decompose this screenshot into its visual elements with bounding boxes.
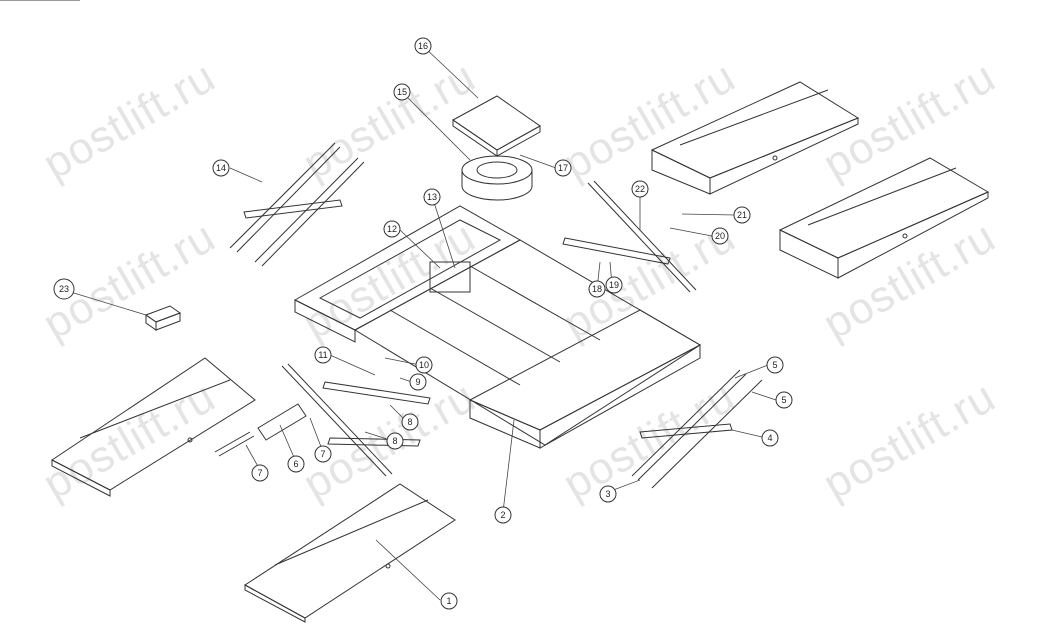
callout-7b: 7 — [314, 445, 332, 463]
callout-label: 21 — [737, 210, 747, 220]
callout-label: 7 — [257, 468, 262, 478]
callout-label: 9 — [415, 377, 420, 387]
callout-label: 22 — [635, 184, 645, 194]
callout-13: 13 — [423, 188, 441, 206]
callout-8a: 8 — [386, 432, 404, 450]
scissor-arm-top-right — [562, 180, 697, 293]
callout-label: 14 — [216, 163, 226, 173]
top-plate — [452, 95, 541, 157]
callout-12: 12 — [383, 220, 401, 238]
callout-label: 5 — [781, 395, 786, 405]
callout-label: 23 — [59, 284, 69, 294]
callout-label: 17 — [558, 163, 568, 173]
callout-6: 6 — [287, 455, 305, 473]
callout-15: 15 — [393, 83, 411, 101]
callout-label: 11 — [318, 350, 327, 360]
leader-lines — [63, 45, 777, 601]
ramp-top-right-1 — [650, 81, 860, 195]
callout-label: 18 — [592, 284, 602, 294]
callout-label: 1 — [446, 596, 451, 606]
callout-label: 7 — [320, 449, 325, 459]
callout-23: 23 — [53, 278, 75, 300]
ramp-bottom — [244, 483, 456, 623]
scissor-arm-top-left — [229, 142, 365, 267]
callout-label: 20 — [715, 231, 725, 241]
callout-3: 3 — [599, 485, 617, 503]
callout-label: 4 — [767, 433, 772, 443]
callout-5b: 5 — [775, 391, 793, 409]
ramp-top-right-2 — [778, 157, 990, 279]
callout-1: 1 — [440, 592, 458, 610]
callout-2: 2 — [494, 506, 512, 524]
callout-17: 17 — [554, 159, 572, 177]
callout-8b: 8 — [401, 413, 419, 431]
callout-label: 15 — [397, 87, 407, 97]
callout-22: 22 — [631, 180, 649, 198]
callout-10: 10 — [415, 356, 433, 374]
callout-label: 5 — [772, 360, 777, 370]
callout-label: 13 — [427, 192, 437, 202]
callout-4: 4 — [761, 429, 779, 447]
callout-14: 14 — [212, 159, 230, 177]
hydraulic-cylinder — [214, 403, 307, 457]
turntable — [461, 155, 533, 201]
callout-label: 16 — [418, 41, 428, 51]
ramp-left — [0, 0, 256, 497]
callouts: 1 2 3 4 5 5 6 7 7 8 8 9 10 11 12 13 14 1… — [53, 37, 793, 610]
callout-label: 3 — [605, 489, 610, 499]
callout-7a: 7 — [251, 464, 269, 482]
callout-21: 21 — [733, 206, 751, 224]
callout-11: 11 — [314, 346, 332, 364]
callout-label: 8 — [407, 417, 412, 427]
callout-20: 20 — [711, 227, 729, 245]
callout-label: 12 — [387, 224, 397, 234]
scissor-arm-bottom-right — [631, 369, 763, 489]
callout-9: 9 — [409, 373, 427, 391]
callout-5a: 5 — [766, 356, 784, 374]
callout-label: 2 — [500, 510, 505, 520]
control-box — [144, 305, 182, 331]
callout-label: 10 — [419, 360, 429, 370]
callout-18: 18 — [588, 280, 606, 298]
callout-16: 16 — [414, 37, 432, 55]
callout-label: 6 — [293, 459, 298, 469]
callout-19: 19 — [605, 276, 623, 294]
callout-label: 19 — [609, 280, 619, 290]
callout-label: 8 — [392, 436, 397, 446]
base-frame — [293, 205, 702, 449]
